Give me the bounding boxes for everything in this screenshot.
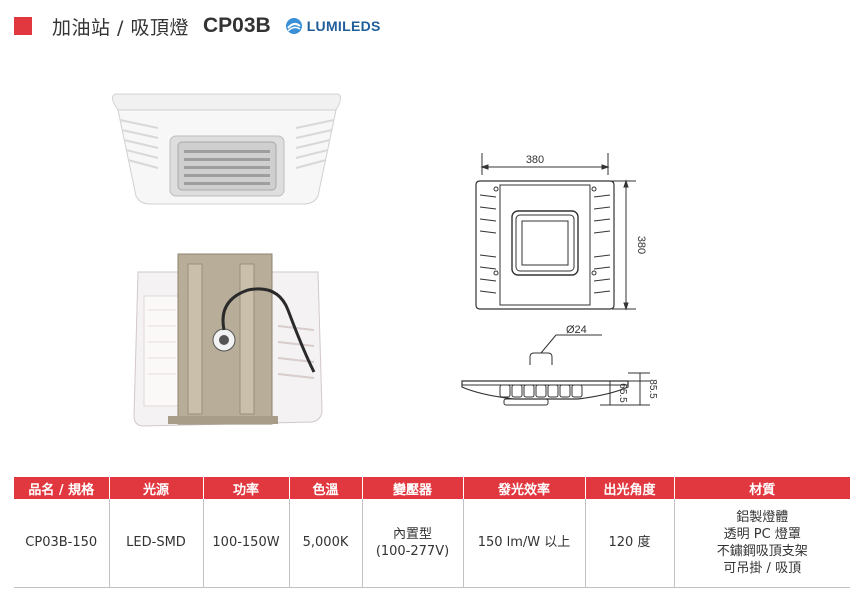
driver-line-2: (100-277V) <box>375 543 450 559</box>
header-efficacy: 發光效率 <box>463 477 586 499</box>
cell-driver: 內置型 (100-277V) <box>362 499 464 588</box>
header-material: 材質 <box>674 477 850 499</box>
table-row: CP03B-150 LED-SMD 100-150W 5,000K 內置型 (1… <box>14 499 850 588</box>
driver-line-1: 內置型 <box>392 526 432 542</box>
material-line-2: 透明 PC 燈罩 <box>723 526 801 542</box>
header-accent-square <box>14 17 32 35</box>
header-beam-angle: 出光角度 <box>585 477 675 499</box>
model-code: CP03B <box>202 14 271 37</box>
header-color-temp: 色溫 <box>289 477 363 499</box>
depth-dimension-label-2: 85.5 <box>647 379 658 399</box>
lumileds-logo-icon <box>285 18 302 34</box>
page-title: 加油站 / 吸頂燈 <box>52 16 189 39</box>
cable-diameter-label: Ø24 <box>566 324 587 336</box>
product-photo-front <box>104 88 350 210</box>
cell-material: 鋁製燈體 透明 PC 燈罩 不鏽鋼吸頂支架 可吊掛 / 吸頂 <box>674 499 850 588</box>
height-dimension-label: 380 <box>635 236 647 254</box>
brand-name: LUMILEDS <box>306 18 381 34</box>
dimension-drawing: 380 380 Ø24 65.5 85.5 <box>461 153 658 406</box>
width-dimension-label: 380 <box>526 154 544 166</box>
cell-model: CP03B-150 <box>14 499 110 588</box>
header-model-spec: 品名 / 規格 <box>14 477 110 499</box>
header-driver: 變壓器 <box>362 477 464 499</box>
material-line-3: 不鏽鋼吸頂支架 <box>716 543 808 559</box>
cell-efficacy: 150 lm/W 以上 <box>463 499 586 588</box>
cell-beam-angle: 120 度 <box>585 499 675 588</box>
cell-color-temp: 5,000K <box>289 499 363 588</box>
spec-table: 品名 / 規格 光源 功率 色溫 變壓器 發光效率 出光角度 材質 CP03B-… <box>14 477 850 588</box>
material-line-4: 可吊掛 / 吸頂 <box>723 560 802 576</box>
depth-dimension-label-1: 65.5 <box>617 383 628 403</box>
table-header-row: 品名 / 規格 光源 功率 色溫 變壓器 發光效率 出光角度 材質 <box>14 477 850 499</box>
material-line-1: 鋁製燈體 <box>736 509 789 525</box>
cell-power: 100-150W <box>203 499 290 588</box>
header-light-source: 光源 <box>109 477 204 499</box>
cell-light-source: LED-SMD <box>109 499 204 588</box>
product-photo-back <box>128 250 328 436</box>
brand-logo: LUMILEDS <box>285 17 381 35</box>
header-power: 功率 <box>203 477 290 499</box>
page-header: 加油站 / 吸頂燈 CP03B LUMILEDS <box>12 10 381 42</box>
